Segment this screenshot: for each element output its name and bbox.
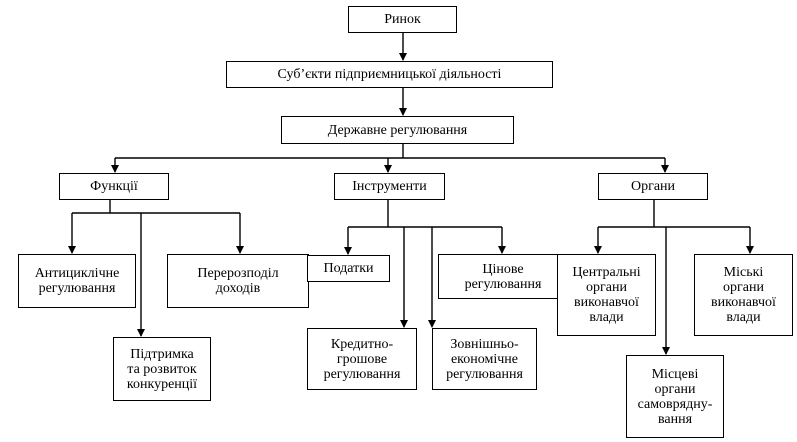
node-credit-monetary: Кредитно- грошове регулювання xyxy=(307,328,417,390)
node-subjects: Суб’єкти підприємницької діяльності xyxy=(226,61,553,88)
node-instruments: Інструменти xyxy=(334,173,445,200)
node-market: Ринок xyxy=(348,6,457,33)
node-city-bodies: Міські органи виконавчої влади xyxy=(694,254,793,336)
node-state-regulation: Державне регулювання xyxy=(281,116,514,144)
node-redistribution: Перерозподіл доходів xyxy=(167,254,309,308)
node-price-regulation: Цінове регулювання xyxy=(438,254,568,299)
node-central-bodies: Центральні органи виконавчої влади xyxy=(557,254,656,336)
node-bodies: Органи xyxy=(598,173,708,200)
node-anticyclic: Антициклічне регулювання xyxy=(18,254,136,308)
node-taxes: Податки xyxy=(307,255,390,282)
node-functions: Функції xyxy=(59,173,169,200)
node-local-self-government: Місцеві органи самоврядну- вання xyxy=(626,355,724,438)
node-competition: Підтримка та розвиток конкуренції xyxy=(113,337,211,401)
node-foreign-economic: Зовнішньо- економічне регулювання xyxy=(432,328,537,390)
